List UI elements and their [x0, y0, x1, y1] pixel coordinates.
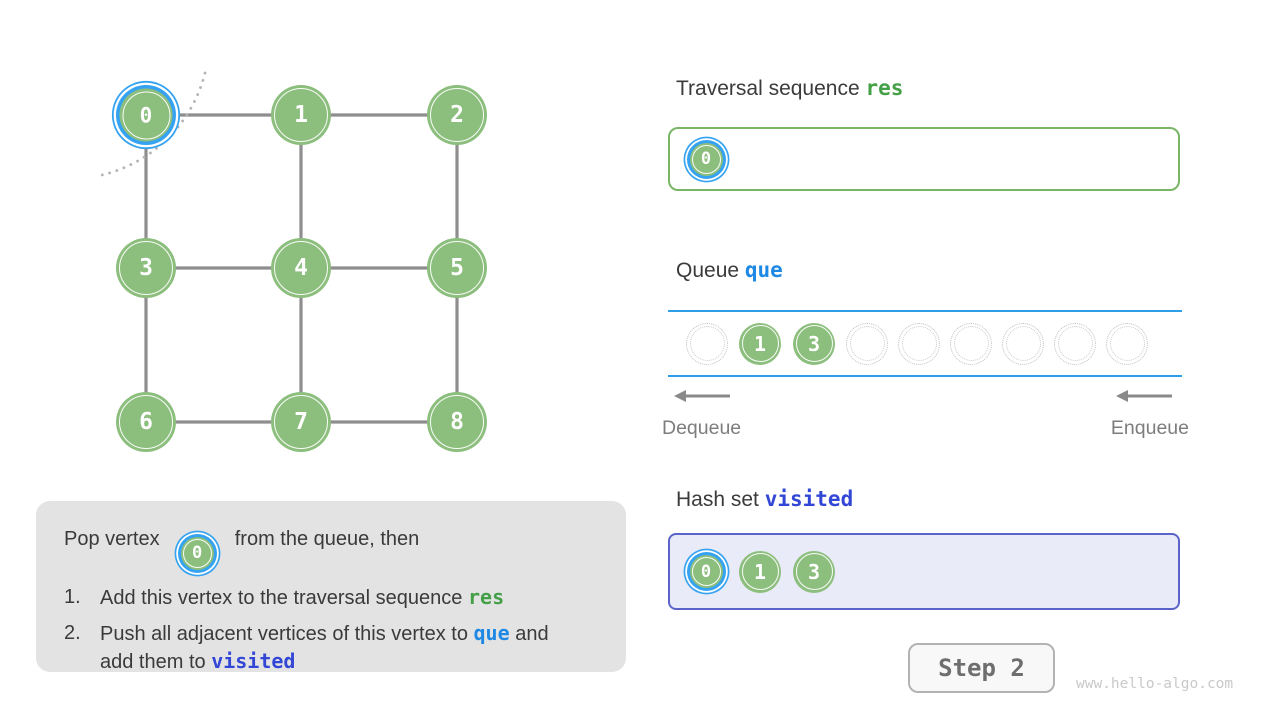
- vertex-7: 7: [271, 392, 331, 452]
- graph-vertices-layer: 0 1 2 3 4 5 6 7 8: [0, 0, 560, 490]
- vertex-inner-ring: [274, 395, 328, 449]
- item-text: Add this vertex to the traversal sequenc…: [100, 585, 505, 609]
- queue-empty-slot-inner: [689, 326, 725, 361]
- vertex-1-visited: 1: [738, 550, 782, 594]
- explanation-list: 1. Add this vertex to the traversal seque…: [64, 584, 598, 676]
- vertex-inner-ring: [182, 538, 212, 568]
- queue-empty-slot-inner: [849, 326, 885, 361]
- vertex-3: 3: [116, 238, 176, 298]
- explanation-item-2: 2. Push all adjacent vertices of this ver…: [64, 620, 598, 676]
- code-visited: visited: [211, 649, 296, 673]
- graph-vertex-0-anchor: 0: [119, 88, 173, 142]
- graph-vertex-3-anchor: 3: [116, 238, 176, 298]
- vertex-inner-ring: [691, 144, 721, 174]
- frontier-arc: [100, 71, 207, 177]
- vertex-2: 2: [427, 85, 487, 145]
- vertex-6: 6: [116, 392, 176, 452]
- explanation-line: Pop vertex 0 from the queue, then: [64, 517, 598, 575]
- vertex-inner-ring: [430, 241, 484, 295]
- graph-vertex-7-anchor: 7: [271, 392, 331, 452]
- code-visited: visited: [764, 487, 854, 511]
- vertex-1: 1: [271, 85, 331, 145]
- traversal-heading: Traversal sequence res: [676, 76, 904, 100]
- vertex-5: 5: [427, 238, 487, 298]
- code-res: res: [467, 585, 505, 609]
- vertex-inner-ring: [795, 553, 833, 590]
- code-que: que: [744, 258, 783, 282]
- queue-empty-slot-0: [686, 322, 728, 365]
- vertex-inner-ring: [119, 241, 173, 295]
- traversal-sequence-box: 0: [668, 127, 1180, 191]
- vertex-0-res: 0: [684, 137, 728, 181]
- explanation-item-1: 1. Add this vertex to the traversal seque…: [64, 584, 598, 612]
- vertex-inner-ring: [274, 88, 328, 142]
- graph-vertex-1-anchor: 1: [271, 85, 331, 145]
- vertex-4: 4: [271, 238, 331, 298]
- queue-empty-slot-inner: [953, 326, 989, 361]
- vertex-inner-ring: [430, 395, 484, 449]
- step-button[interactable]: Step 2: [908, 643, 1055, 693]
- graph-vertex-8-anchor: 8: [427, 392, 487, 452]
- graph-vertex-2-anchor: 2: [427, 85, 487, 145]
- enqueue-arrow-icon: [1116, 390, 1172, 402]
- vertex-3-visited: 3: [792, 550, 836, 594]
- queue-empty-slot-inner: [1109, 326, 1145, 361]
- enqueue-label: Enqueue: [1110, 417, 1189, 439]
- dequeue-arrow-icon: [674, 390, 730, 402]
- vertex-inner-ring: [741, 553, 779, 590]
- queue-empty-slot-4: [898, 322, 940, 365]
- graph-vertex-5-anchor: 5: [427, 238, 487, 298]
- vertex-inner-ring: [274, 241, 328, 295]
- code-que: que: [473, 621, 510, 645]
- code-res: res: [865, 76, 904, 100]
- vertex-1-queue: 1: [738, 322, 782, 366]
- queue-empty-slot-inner: [901, 326, 937, 361]
- vertex-inner-ring: [795, 325, 833, 362]
- queue-empty-slot-3: [846, 322, 888, 365]
- vertex-inner-ring: [741, 325, 779, 362]
- vertex-0: 0: [119, 88, 173, 142]
- hash-set-heading: Hash set visited: [676, 487, 854, 511]
- queue-empty-slot-5: [950, 322, 992, 365]
- vertex-0-badge: 0: [175, 531, 219, 575]
- vertex-8: 8: [427, 392, 487, 452]
- vertex-inner-ring: [430, 88, 484, 142]
- graph-vertex-6-anchor: 6: [116, 392, 176, 452]
- vertex-inner-ring: [691, 557, 721, 586]
- dequeue-label: Dequeue: [662, 417, 742, 439]
- queue-empty-slot-6: [1002, 322, 1044, 365]
- item-number: 2.: [64, 622, 81, 644]
- queue-empty-slot-8: [1106, 322, 1148, 365]
- queue-heading: Queue que: [676, 258, 783, 282]
- vertex-inner-ring: [122, 91, 170, 139]
- watermark: www.hello-algo.com: [1076, 676, 1234, 692]
- queue-empty-slot-inner: [1005, 326, 1041, 361]
- explanation-panel: Pop vertex 0 from the queue, then 1. Add …: [36, 501, 626, 673]
- vertex-3-queue: 3: [792, 322, 836, 366]
- queue-empty-slot-inner: [1057, 326, 1093, 361]
- item-number: 1.: [64, 586, 81, 608]
- queue-empty-slot-7: [1054, 322, 1096, 365]
- vertex-0-visited: 0: [684, 550, 728, 594]
- graph-vertex-4-anchor: 4: [271, 238, 331, 298]
- vertex-inner-ring: [119, 395, 173, 449]
- item-text: Push all adjacent vertices of this verte…: [100, 621, 549, 673]
